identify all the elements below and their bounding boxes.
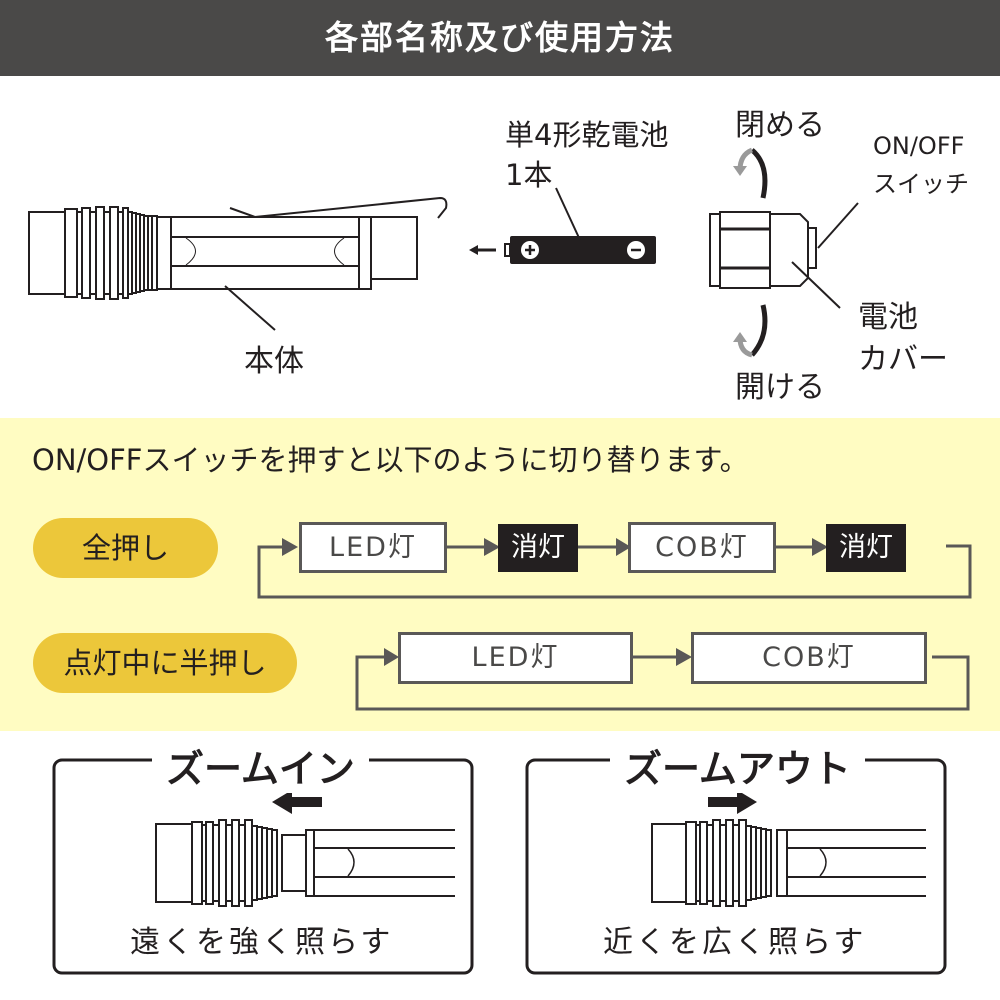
instruction-text: ON/OFFスイッチを押すと以下のように切り替ります。 bbox=[32, 443, 749, 477]
full-press-step-off: 消灯 bbox=[498, 524, 578, 572]
battery-label-line1: 単4形乾電池 bbox=[505, 118, 669, 152]
switch-leader-line bbox=[817, 202, 859, 249]
full-press-step-led: LED灯 bbox=[299, 522, 447, 573]
half-press-step-led: LED灯 bbox=[398, 632, 633, 684]
header-bar: 各部名称及び使用方法 bbox=[0, 0, 1000, 76]
body-leader-line bbox=[224, 285, 276, 331]
cover-leader-line bbox=[791, 261, 841, 309]
full-press-badge: 全押し bbox=[33, 518, 218, 578]
switch-label-line2: スイッチ bbox=[873, 170, 969, 198]
open-rotate-arrow-icon bbox=[733, 304, 768, 358]
zoom-in-title: ズームイン bbox=[152, 738, 369, 793]
half-press-badge: 点灯中に半押し bbox=[33, 633, 297, 693]
full-press-step-off: 消灯 bbox=[826, 524, 906, 572]
battery-icon bbox=[469, 236, 656, 264]
open-label: 開ける bbox=[735, 370, 825, 405]
close-rotate-arrow-icon bbox=[733, 147, 768, 199]
close-label: 閉める bbox=[735, 108, 825, 143]
full-press-step-cob: COB灯 bbox=[628, 522, 776, 573]
zoom-in-flashlight-icon bbox=[155, 819, 455, 907]
arrow-right-icon bbox=[708, 790, 757, 814]
page-title: 各部名称及び使用方法 bbox=[325, 18, 675, 57]
zoom-out-title: ズームアウト bbox=[610, 738, 865, 793]
arrow-left-icon bbox=[272, 790, 322, 814]
battery-label-line2: 1本 bbox=[505, 158, 553, 192]
zoom-out-caption: 近くを広く照らす bbox=[603, 925, 867, 960]
battery-leader-line bbox=[555, 187, 581, 241]
switch-label-line1: ON/OFF bbox=[873, 132, 965, 160]
zoom-in-caption: 遠くを強く照らす bbox=[130, 925, 394, 960]
body-label: 本体 bbox=[244, 344, 304, 379]
cover-label-line1: 電池 bbox=[858, 300, 918, 335]
cover-label-line2: カバー bbox=[858, 342, 948, 377]
half-press-step-cob: COB灯 bbox=[691, 632, 927, 684]
battery-cover-icon bbox=[709, 211, 817, 289]
zoom-out-flashlight-icon bbox=[651, 819, 926, 907]
flashlight-body-icon bbox=[28, 196, 448, 300]
parts-diagram bbox=[28, 147, 859, 358]
